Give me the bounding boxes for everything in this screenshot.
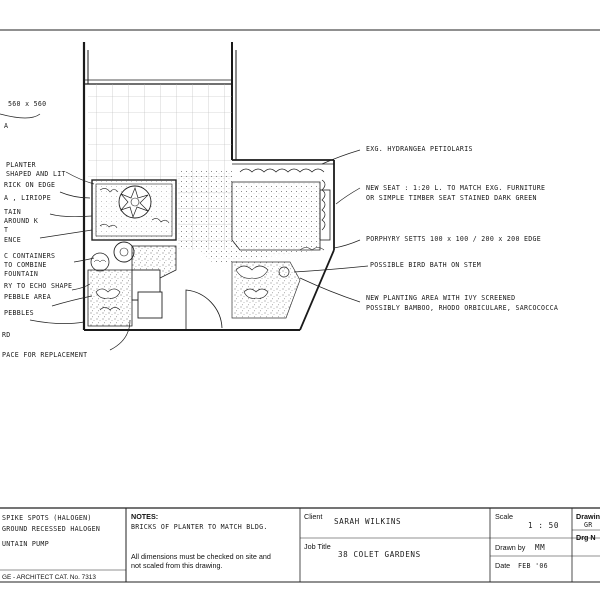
leader-lines bbox=[0, 113, 369, 351]
annotation-left: RICK ON EDGE bbox=[4, 181, 55, 189]
container-planting bbox=[90, 241, 135, 272]
notes-text: BRICKS OF PLANTER TO MATCH BLDG. bbox=[131, 523, 268, 531]
drawing-value: GR bbox=[584, 521, 593, 529]
notes-label: NOTES: bbox=[131, 512, 158, 521]
annotation-left: PLANTER bbox=[6, 161, 36, 169]
legend-recessed-halogen: GROUND RECESSED HALOGEN bbox=[2, 525, 100, 533]
date-value: FEB '06 bbox=[518, 562, 548, 570]
annotation-left: SHAPED AND LIT bbox=[6, 170, 66, 178]
annotation-planting-species: POSSIBLY BAMBOO, RHODO ORBICULARE, SARCO… bbox=[366, 304, 558, 312]
right-annotations: EXG. HYDRANGEA PETIOLARIS NEW SEAT : 1:2… bbox=[366, 145, 558, 312]
annotation-bird-bath: POSSIBLE BIRD BATH ON STEM bbox=[370, 261, 481, 269]
annotation-hydrangea: EXG. HYDRANGEA PETIOLARIS bbox=[366, 145, 473, 153]
annotation-left: A bbox=[4, 122, 8, 130]
scale-label: Scale bbox=[495, 512, 513, 521]
raised-planter bbox=[91, 179, 177, 241]
new-planting-area bbox=[231, 247, 325, 319]
climber-planting bbox=[239, 168, 331, 241]
notes-disclaimer: not scaled from this drawing. bbox=[131, 561, 222, 570]
annotation-left: TAIN bbox=[4, 208, 21, 216]
annotation-left: PACE FOR REPLACEMENT bbox=[2, 351, 87, 359]
job-title-value: 38 COLET GARDENS bbox=[338, 550, 421, 559]
pebble-area bbox=[87, 245, 177, 327]
gate-swing bbox=[185, 289, 223, 330]
annotation-left: C CONTAINERS bbox=[4, 252, 55, 260]
annotation-porphyry-setts: PORPHYRY SETTS 100 x 100 / 200 x 200 EDG… bbox=[366, 235, 541, 243]
annotation-left: RY TO ECHO SHAPE bbox=[4, 282, 72, 290]
left-annotations: 560 x 560 A PLANTER SHAPED AND LIT RICK … bbox=[2, 100, 87, 359]
annotation-left: TO COMBINE bbox=[4, 261, 47, 269]
title-block: SPIKE SPOTS (HALOGEN) GROUND RECESSED HA… bbox=[0, 507, 600, 583]
drawing-number-label: Drg N bbox=[576, 533, 596, 542]
annotation-left: RD bbox=[2, 331, 11, 339]
annotation-left: PEBBLE AREA bbox=[4, 293, 51, 301]
annotation-timber-seat: OR SIMPLE TIMBER SEAT STAINED DARK GREEN bbox=[366, 194, 537, 202]
drawing-label: Drawin bbox=[576, 512, 600, 521]
drawn-by-value: MM bbox=[535, 543, 545, 552]
scale-value: 1 : 50 bbox=[528, 521, 559, 530]
annotation-left: A , LIRIOPE bbox=[4, 194, 51, 202]
drawn-by-label: Drawn by bbox=[495, 543, 526, 552]
date-label: Date bbox=[495, 561, 510, 570]
sheet-catalogue-footer: GE - ARCHITECT CAT. No. 7313 bbox=[2, 574, 96, 581]
client-label: Client bbox=[304, 512, 322, 521]
annotation-left: ENCE bbox=[4, 236, 21, 244]
job-title-label: Job Title bbox=[304, 542, 331, 551]
annotation-left: AROUND K bbox=[4, 217, 38, 225]
annotation-new-seat: NEW SEAT : 1:20 L. TO MATCH EXG. FURNITU… bbox=[366, 184, 545, 192]
annotation-left: FOUNTAIN bbox=[4, 270, 38, 278]
legend-fountain-pump: UNTAIN PUMP bbox=[2, 540, 49, 548]
annotation-left: T bbox=[4, 226, 8, 234]
notes-disclaimer: All dimensions must be checked on site a… bbox=[131, 552, 271, 561]
client-value: SARAH WILKINS bbox=[334, 517, 401, 526]
annotation-new-planting: NEW PLANTING AREA WITH IVY SCREENED bbox=[366, 294, 515, 302]
garden-plan bbox=[82, 42, 335, 331]
annotation-left: 560 x 560 bbox=[8, 100, 46, 108]
annotation-left: PEBBLES bbox=[4, 309, 34, 317]
legend-spike-spots: SPIKE SPOTS (HALOGEN) bbox=[2, 514, 92, 522]
